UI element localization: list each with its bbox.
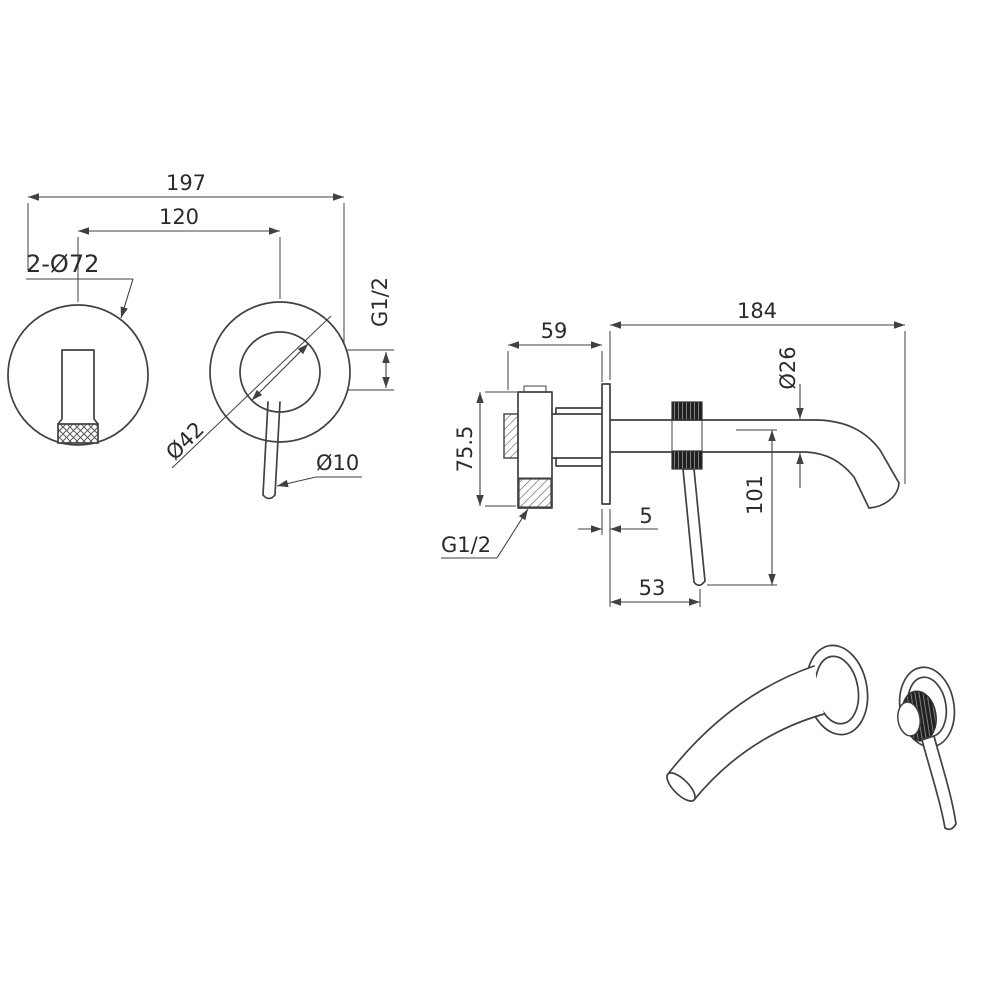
dim-label-g12-front: G1/2	[368, 277, 392, 327]
dim-overall-width: 197	[27, 171, 345, 344]
perspective-view	[666, 644, 957, 831]
knurled-ring-side-bottom	[671, 450, 703, 470]
spout-3d	[666, 665, 825, 802]
cartridge-cap-3d	[897, 701, 921, 737]
dim-lever-drop: 101	[707, 429, 777, 586]
dim-label-53: 53	[639, 576, 666, 600]
lever-front	[262, 401, 281, 500]
dim-spout-diameter: Ø26	[776, 346, 804, 488]
spout-side	[609, 401, 900, 509]
inlet-thread-side	[503, 413, 519, 459]
wall-plate-side	[601, 383, 611, 505]
dim-spout-reach: 184	[609, 299, 906, 484]
dim-thread-front: G1/2	[368, 277, 392, 388]
dim-body-depth: 59	[507, 319, 603, 390]
outlet-thread-side	[518, 478, 552, 508]
dim-center-distance: 120	[77, 205, 281, 302]
dim-escutcheon-diameter: 2-Ø72	[26, 250, 134, 319]
valve-body-side	[503, 385, 603, 509]
thread-stub-front	[347, 349, 394, 391]
dim-plate-thickness: 5	[578, 504, 658, 607]
dim-label-10: Ø10	[316, 451, 359, 475]
dim-label-59: 59	[541, 319, 568, 343]
dim-label-2x72: 2-Ø72	[26, 250, 99, 278]
dim-outlet-thread: G1/2	[441, 508, 529, 559]
dim-lever-offset: 53	[610, 576, 701, 607]
dim-label-101: 101	[743, 475, 767, 515]
lever-side	[682, 468, 706, 587]
handle-3d	[897, 690, 957, 831]
dim-label-197: 197	[166, 171, 206, 195]
dim-label-5: 5	[639, 504, 652, 528]
dim-label-75-5: 75.5	[453, 426, 477, 473]
side-view: 59 184 75.5 Ø26 101 5	[441, 299, 906, 607]
lever-3d	[921, 735, 957, 831]
handle-escutcheon-front	[209, 301, 394, 500]
dim-label-26: Ø26	[776, 346, 800, 389]
dim-label-120: 120	[159, 205, 199, 229]
knurled-ring-side-top	[671, 401, 703, 421]
dim-lever-diameter: Ø10	[276, 451, 362, 488]
aerator-hatch	[57, 423, 99, 444]
spout-mouth-3d	[666, 772, 696, 802]
spout-escutcheon-front	[7, 304, 149, 446]
dim-label-184: 184	[737, 299, 777, 323]
dim-body-height: 75.5	[453, 391, 517, 507]
dim-label-g12-side: G1/2	[441, 533, 491, 557]
